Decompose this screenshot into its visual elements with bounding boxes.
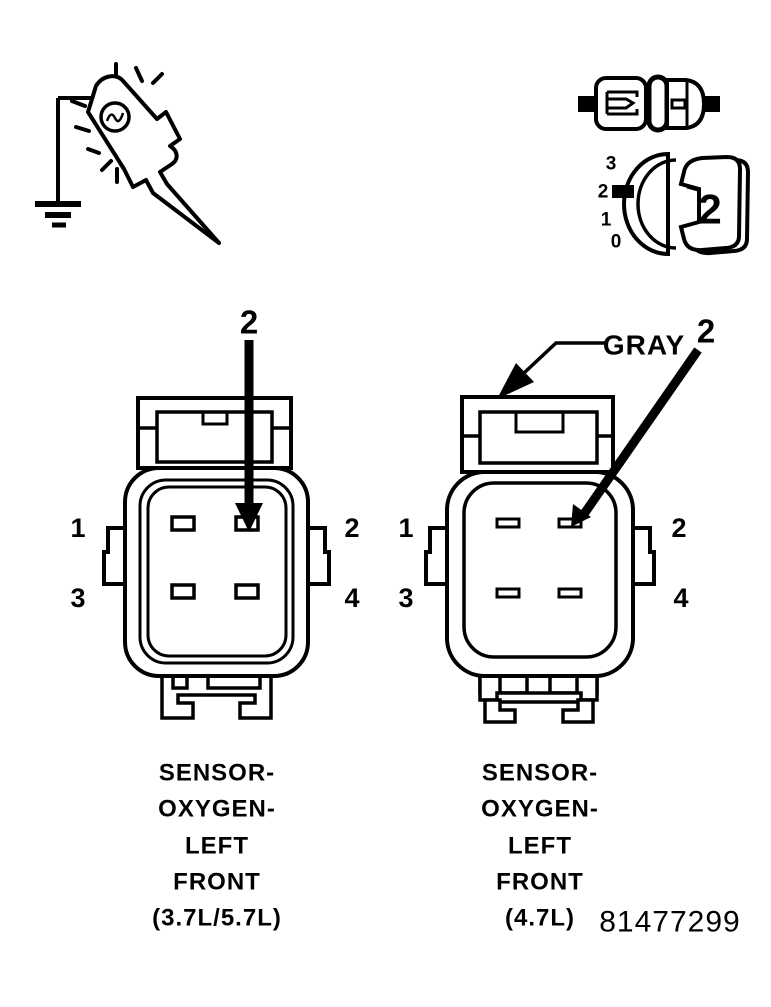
caption-line-5: (4.7L) <box>505 905 575 932</box>
light-rays-icon <box>70 62 164 184</box>
terminal-scale-2: 2 <box>598 182 609 203</box>
pin-label-3: 3 <box>398 583 413 613</box>
terminal-prong <box>605 97 636 110</box>
caption-line-1: SENSOR- <box>482 760 598 787</box>
lock-tab-notch <box>201 410 229 426</box>
terminal-body <box>678 154 743 253</box>
pin-callout-arrow-shaft <box>580 347 702 517</box>
pin-cavity-1 <box>495 517 521 529</box>
connector-body <box>445 470 635 678</box>
pin-callout-arrowhead <box>235 503 263 532</box>
pin-callout-arrowhead <box>571 504 591 527</box>
caption-line-2: OXYGEN- <box>158 796 276 823</box>
pin-label-1: 1 <box>398 513 413 543</box>
caption-line-4: FRONT <box>496 869 584 896</box>
pin-label-4: 4 <box>344 583 359 613</box>
side-tab-right <box>308 526 331 586</box>
seal-ring <box>646 74 670 133</box>
gray-leader-line <box>522 341 608 375</box>
pin-label-2: 2 <box>344 513 359 543</box>
bulb-filament <box>105 112 125 123</box>
terminal-scale-3: 3 <box>606 154 617 175</box>
connector-color-label: GRAY <box>603 330 685 361</box>
pin-cavity-3 <box>495 587 521 599</box>
side-tab-left <box>102 526 125 586</box>
pin-cavity-4 <box>557 587 583 599</box>
pin-callout-label: 2 <box>240 304 258 341</box>
left-connector-diagram: 2 1 2 3 4 SENSOR- OXYGEN- LEFT FRONT (3.… <box>70 304 359 932</box>
pin-label-4: 4 <box>673 583 688 613</box>
pin-cavity-3 <box>170 583 196 600</box>
bracket-foot-right <box>561 698 595 724</box>
caption-line-2: OXYGEN- <box>481 796 599 823</box>
probe-body <box>86 74 221 245</box>
caption-line-3: LEFT <box>185 833 249 860</box>
bracket-crossbar <box>495 691 583 704</box>
side-tab-left <box>424 526 447 586</box>
dial-disc-inner <box>636 158 677 250</box>
wire-stub-right <box>704 96 720 112</box>
female-slot <box>670 98 687 110</box>
terminal-value: 2 <box>698 186 721 233</box>
pin-callout-label: 2 <box>697 313 715 350</box>
pin-cavity-1 <box>170 515 196 532</box>
pin-label-1: 1 <box>70 513 85 543</box>
right-connector-diagram: GRAY 2 1 2 3 4 SENSOR- OXYGEN- LEFT FRON… <box>398 313 715 932</box>
wire-stub-left <box>578 96 596 112</box>
pin-cavity-2 <box>557 517 583 529</box>
lock-tab-outer <box>460 395 615 474</box>
bracket-foot-left <box>483 698 517 724</box>
connector-body <box>123 466 310 678</box>
inner-shroud-1 <box>138 478 295 665</box>
caption-line-5: (3.7L/5.7L) <box>152 905 282 932</box>
gray-arrowhead <box>497 363 534 399</box>
dial-marker <box>612 185 634 198</box>
test-light-with-ground-icon <box>35 62 221 245</box>
lock-tab-outer <box>136 396 293 470</box>
caption-line-1: SENSOR- <box>159 760 275 787</box>
inner-shroud-2 <box>146 485 288 658</box>
inner-shroud <box>462 481 618 659</box>
caption-line-3: LEFT <box>508 833 572 860</box>
pin-label-3: 3 <box>70 583 85 613</box>
side-tab-right <box>633 526 656 586</box>
dial-disc-outer <box>622 151 670 257</box>
caption-line-4: FRONT <box>173 869 261 896</box>
part-number: 81477299 <box>599 906 740 939</box>
disconnected-connector-icon <box>578 74 720 133</box>
lock-tab-notch <box>514 410 565 434</box>
pin-cavity-4 <box>234 583 260 600</box>
terminal-scale-0: 0 <box>611 232 622 253</box>
terminal-scale-1: 1 <box>601 210 612 231</box>
pin-label-2: 2 <box>671 513 686 543</box>
terminal-position-icon: 3 2 1 0 2 <box>598 151 751 257</box>
